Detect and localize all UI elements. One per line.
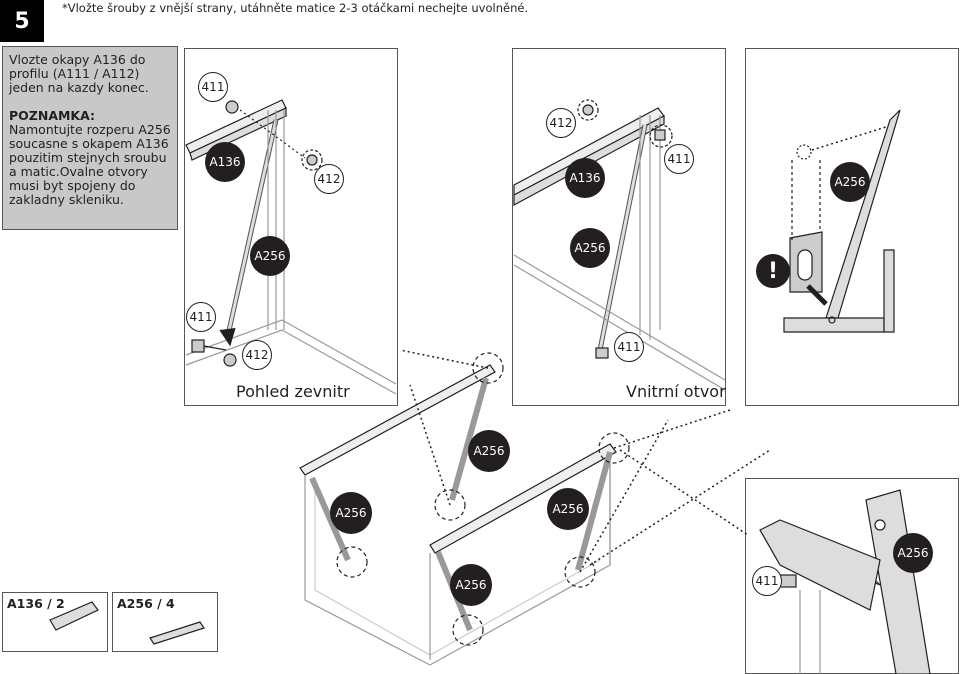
- panel-outside-view: [184, 48, 398, 406]
- main-frame-drawing: [299, 349, 771, 666]
- caption-vnitrni-otvor: Vnitrní otvor: [626, 382, 726, 401]
- part-label: A136 / 2: [7, 596, 65, 611]
- label-A256: A256: [330, 492, 372, 534]
- label-411: 411: [198, 72, 228, 102]
- label-411: 411: [186, 302, 216, 332]
- label-A136: A136: [565, 158, 605, 198]
- part-box-A136: A136 / 2: [2, 592, 108, 652]
- instruction-text: Vlozte okapy A136 do profilu (A111 / A11…: [9, 52, 149, 95]
- label-412: 412: [314, 164, 344, 194]
- step-note: *Vložte šrouby z vnější strany, utáhněte…: [62, 1, 529, 15]
- caption-pohled-zevnitr: Pohled zevnitr: [236, 382, 350, 401]
- label-A256: A256: [250, 236, 290, 276]
- label-A256: A256: [830, 162, 870, 202]
- panel3-drawing: [783, 109, 901, 333]
- note-text: Namontujte rozperu A256 soucasne s okape…: [9, 122, 171, 207]
- part-box-A256: A256 / 4: [112, 592, 218, 652]
- step-number-badge: 5: [0, 0, 44, 42]
- part-label: A256 / 4: [117, 596, 175, 611]
- label-A256: A256: [570, 228, 610, 268]
- warning-icon: !: [756, 254, 790, 288]
- label-411: 411: [752, 566, 782, 596]
- label-411: 411: [664, 144, 694, 174]
- instruction-box: Vlozte okapy A136 do profilu (A111 / A11…: [2, 46, 178, 230]
- detail-drawing: [759, 489, 931, 674]
- panel-oval-hole: [745, 48, 959, 406]
- label-A256: A256: [450, 564, 492, 606]
- label-A256: A256: [468, 430, 510, 472]
- label-A256: A256: [893, 533, 933, 573]
- instruction-note: POZNAMKA: Namontujte rozperu A256 soucas…: [9, 109, 171, 207]
- label-A256: A256: [547, 488, 589, 530]
- label-A136: A136: [205, 142, 245, 182]
- label-411: 411: [614, 332, 644, 362]
- note-label: POZNAMKA:: [9, 108, 96, 123]
- label-412: 412: [242, 340, 272, 370]
- label-412: 412: [546, 108, 576, 138]
- parts-drawing: [49, 601, 205, 645]
